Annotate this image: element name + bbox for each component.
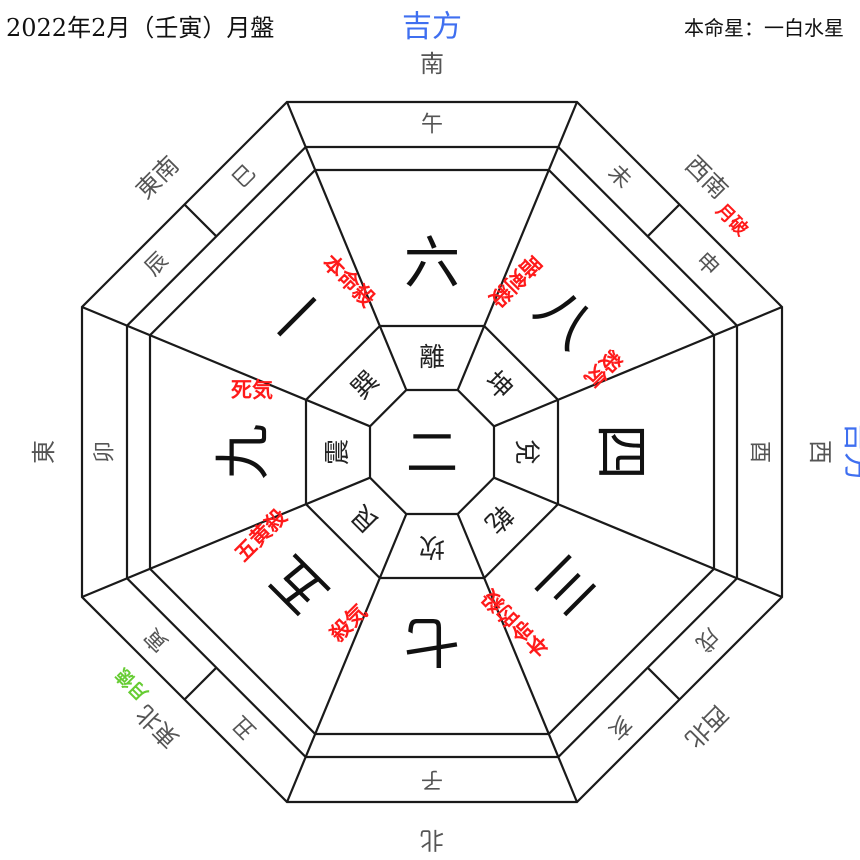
sector-divider	[493, 306, 783, 428]
octagon-rings	[80, 100, 784, 804]
mark-northeast-1: 五黄殺	[230, 504, 292, 566]
star-southeast: 一	[256, 276, 342, 362]
sector-divider	[81, 476, 371, 598]
direction-northeast: 東北	[131, 700, 185, 754]
zodiac-southwest-1: 申	[690, 248, 723, 281]
zodiac-northeast-1: 寅	[140, 623, 173, 656]
star-west: 四	[588, 424, 653, 480]
mark-east: 死気	[231, 378, 273, 402]
sector-divider	[286, 101, 408, 391]
zodiac-northeast-0: 丑	[228, 710, 261, 743]
zodiac-divider-northeast	[183, 666, 218, 701]
sector-divider	[456, 513, 578, 803]
mark-southwest-1: 殺気	[580, 345, 627, 392]
luck-south: 吉方	[402, 10, 462, 45]
direction-north: 北	[420, 826, 444, 854]
zodiac-northwest-1: 亥	[603, 710, 636, 743]
mark-southwest-0: 暗剣殺	[484, 250, 546, 312]
zodiac-southwest-0: 未	[603, 160, 636, 193]
trigram-west: 兌	[511, 439, 541, 465]
trigram-northwest: 乾	[479, 499, 519, 539]
direction-southeast: 東南	[131, 151, 185, 205]
star-east: 九	[212, 424, 277, 480]
zodiac-south: 午	[421, 113, 443, 138]
zodiac-north: 子	[421, 767, 443, 792]
trigram-east: 震	[323, 439, 353, 465]
zodiac-east: 卯	[93, 441, 118, 463]
luck-west: 吉方	[840, 422, 860, 482]
outer-mark-southwest: 月破	[711, 199, 753, 241]
sector-divider	[81, 306, 371, 428]
zodiac-northwest-0: 戌	[690, 623, 723, 656]
direction-south: 南	[420, 50, 444, 78]
trigram-southeast: 巽	[346, 366, 386, 406]
trigram-north: 坎	[419, 531, 445, 561]
mark-southeast: 本命殺	[318, 250, 380, 312]
direction-west: 西	[806, 440, 834, 464]
board-labels: 二離六午南吉方坤八暗剣殺殺気未申西南月破兌四酉西吉方乾三本命的殺戌亥西北坎七子北…	[30, 10, 860, 860]
zodiac-southeast-0: 辰	[140, 248, 173, 281]
zodiac-southeast-1: 巳	[228, 160, 261, 193]
outer-mark-northeast: 月徳	[111, 664, 153, 706]
sector-divider	[493, 476, 783, 598]
star-northwest: 三	[522, 542, 608, 628]
zodiac-divider-southwest	[646, 203, 681, 238]
star-south: 六	[404, 232, 460, 297]
zodiac-divider-southeast	[183, 203, 218, 238]
zodiac-divider-northwest	[646, 666, 681, 701]
trigram-south: 離	[419, 343, 445, 373]
star-north: 七	[404, 608, 460, 673]
zodiac-west: 酉	[747, 441, 772, 463]
sector-divider	[456, 101, 578, 391]
sector-divider	[286, 513, 408, 803]
direction-northwest: 西北	[680, 700, 734, 754]
star-southwest: 八	[522, 276, 608, 362]
trigram-southwest: 坤	[479, 366, 519, 406]
center-star: 二	[406, 424, 458, 484]
honmeisei-label: 本命星：一白水星	[684, 16, 844, 40]
star-northeast: 五	[256, 542, 342, 628]
direction-east: 東	[30, 440, 58, 464]
trigram-northeast: 艮	[346, 499, 386, 539]
octagon-ring-0	[80, 100, 784, 804]
direction-southwest: 西南	[680, 151, 734, 205]
chart-title: 2022年2月（壬寅）月盤	[6, 14, 275, 42]
mark-northeast-0: 殺気	[325, 600, 372, 647]
